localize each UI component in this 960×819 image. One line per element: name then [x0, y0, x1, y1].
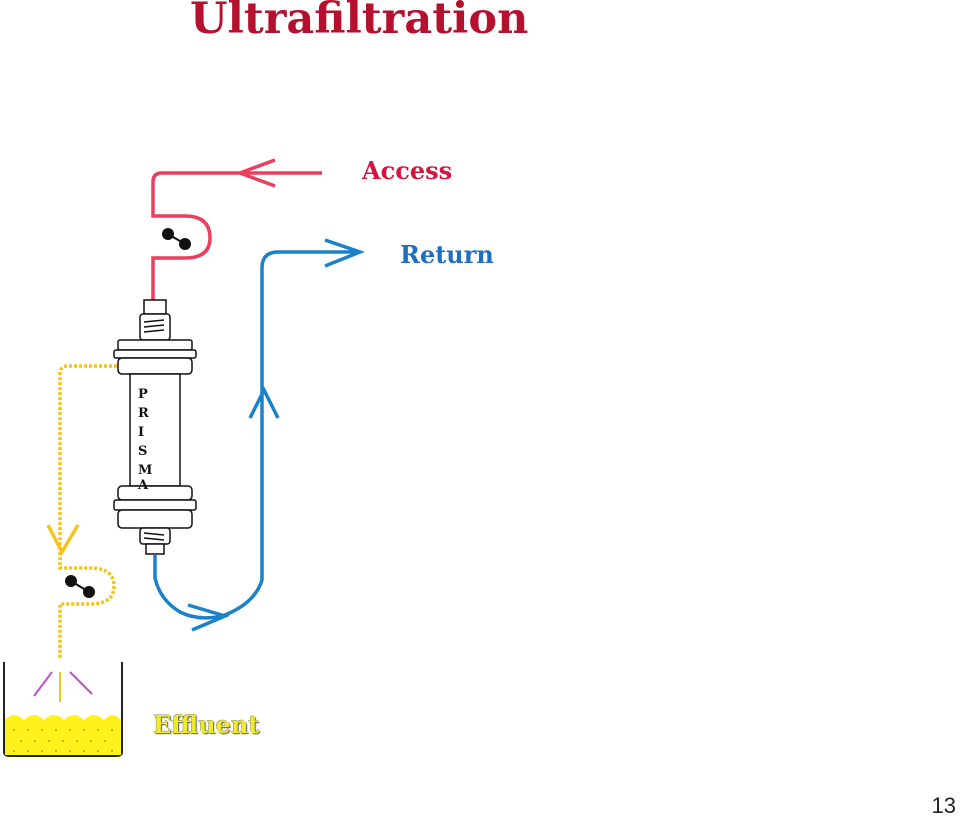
- filter-letter: M: [138, 463, 152, 478]
- access-arrow: [234, 158, 276, 188]
- return-bottom-arrow: [187, 603, 231, 632]
- prisma-filter-icon: [113, 299, 197, 555]
- effluent-line: [46, 364, 122, 660]
- return-right-arrow: [324, 238, 366, 268]
- access-label: Access: [362, 156, 453, 185]
- return-up-arrow: [248, 386, 280, 419]
- effluent-label: Effluent: [153, 710, 260, 739]
- filter-letter: S: [138, 444, 147, 459]
- access-pump-icon: [162, 228, 191, 250]
- filter-letter: R: [138, 406, 149, 421]
- page-title: Ultrafiltration: [190, 0, 529, 44]
- effluent-bag-icon: [3, 662, 123, 757]
- prisma-filter-letters: P R I S M A: [137, 387, 152, 493]
- filter-letter: A: [137, 478, 149, 493]
- drip-splash-icon: [33, 671, 93, 702]
- effluent-arrow: [46, 524, 80, 556]
- page-number: 13: [931, 793, 956, 818]
- return-label: Return: [400, 240, 494, 269]
- access-line: [151, 158, 322, 300]
- effluent-pump-icon: [65, 575, 95, 598]
- filter-letter: I: [138, 425, 144, 440]
- filter-letter: P: [138, 387, 148, 402]
- return-line: [153, 238, 366, 632]
